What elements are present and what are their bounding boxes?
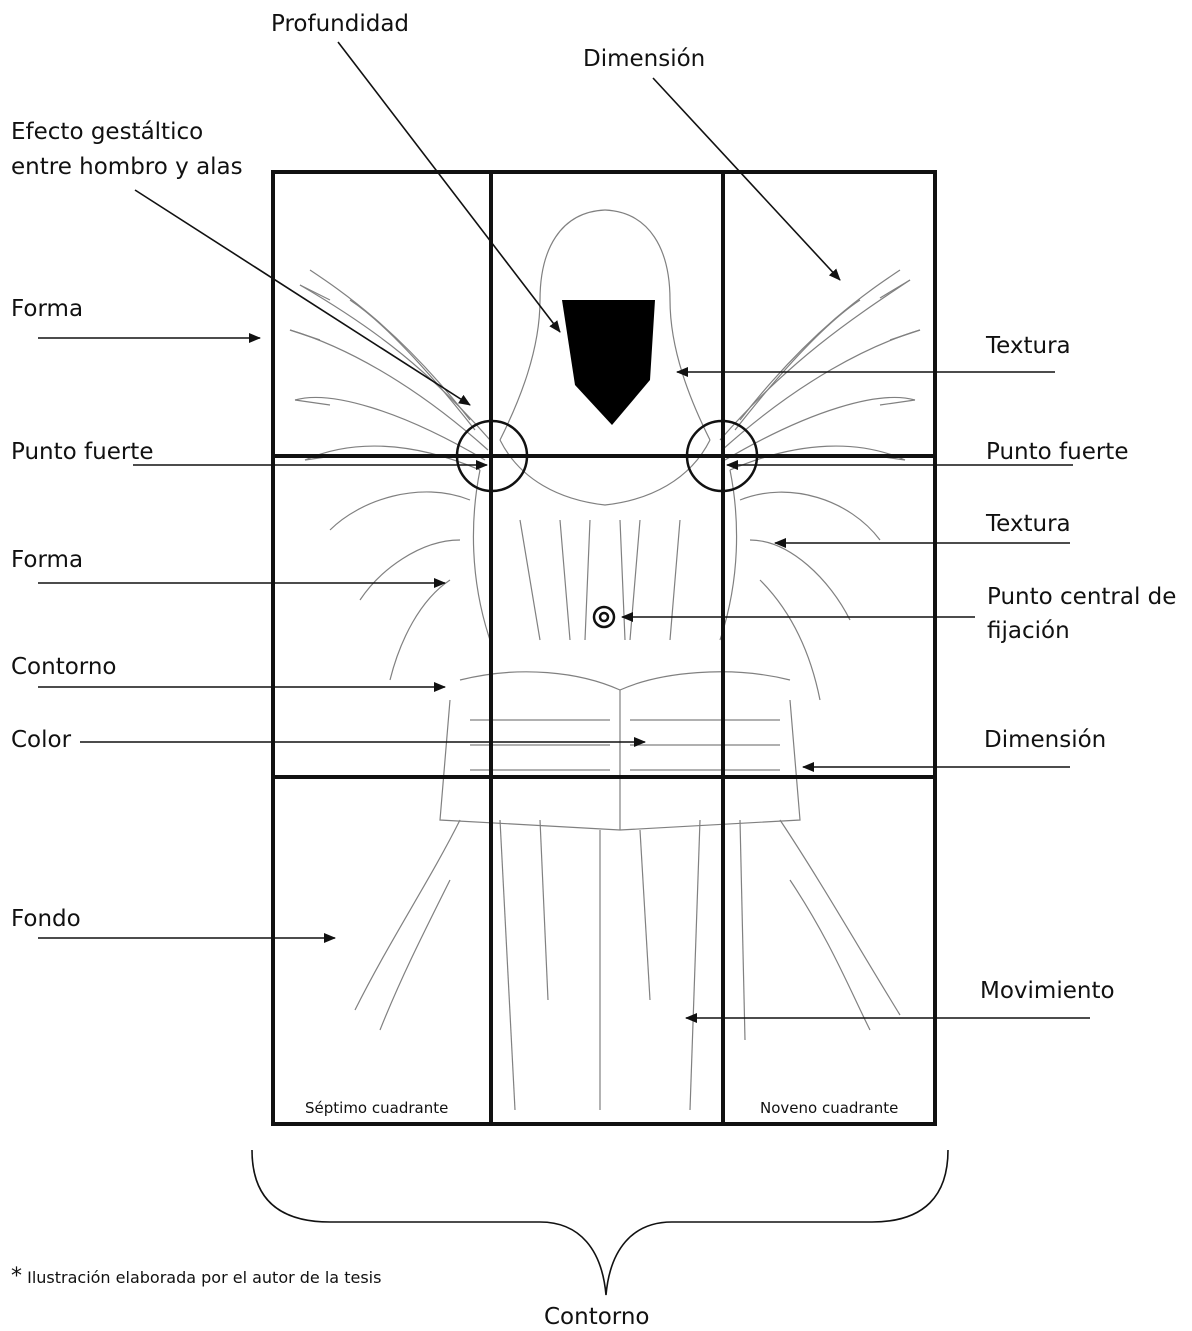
footnote-text: Ilustración elaborada por el autor de la… xyxy=(27,1268,381,1287)
hooded-body xyxy=(473,210,736,640)
label-punto-central-line1: Punto central de xyxy=(987,583,1176,611)
open-book xyxy=(440,672,800,830)
label-color: Color xyxy=(11,726,71,754)
label-textura-top: Textura xyxy=(986,332,1071,360)
label-forma-top: Forma xyxy=(11,295,83,323)
label-profundidad: Profundidad xyxy=(271,10,409,38)
label-efecto-line1: Efecto gestáltico xyxy=(11,118,203,146)
label-dimension-top: Dimensión xyxy=(583,45,705,73)
arrow-efecto-gestaltico xyxy=(135,190,470,405)
label-contorno-left: Contorno xyxy=(11,653,117,681)
right-wing xyxy=(720,270,920,700)
label-contorno-bottom: Contorno xyxy=(544,1303,650,1331)
hood-face-shadow xyxy=(562,300,655,425)
label-punto-central-line2: fijación xyxy=(987,617,1070,645)
label-textura-mid: Textura xyxy=(986,510,1071,538)
footnote-mark: * xyxy=(11,1264,22,1289)
label-movimiento: Movimiento xyxy=(980,977,1115,1005)
arrow-dimension-top xyxy=(653,78,840,280)
label-fondo: Fondo xyxy=(11,905,81,933)
arrow-profundidad xyxy=(338,42,560,332)
footnote: * Ilustración elaborada por el autor de … xyxy=(11,1267,381,1288)
cell-label-septimo: Séptimo cuadrante xyxy=(305,1099,448,1117)
label-punto-fuerte-left: Punto fuerte xyxy=(11,438,153,466)
label-forma-mid: Forma xyxy=(11,546,83,574)
label-punto-fuerte-right: Punto fuerte xyxy=(986,438,1128,466)
label-efecto-line2: entre hombro y alas xyxy=(11,153,243,181)
central-fixation-marker xyxy=(594,607,614,627)
left-wing xyxy=(290,270,490,680)
label-dimension-right: Dimensión xyxy=(984,726,1106,754)
robe-drapes xyxy=(355,820,900,1110)
cell-label-noveno: Noveno cuadrante xyxy=(760,1099,898,1117)
annotation-arrows xyxy=(38,42,1090,1018)
